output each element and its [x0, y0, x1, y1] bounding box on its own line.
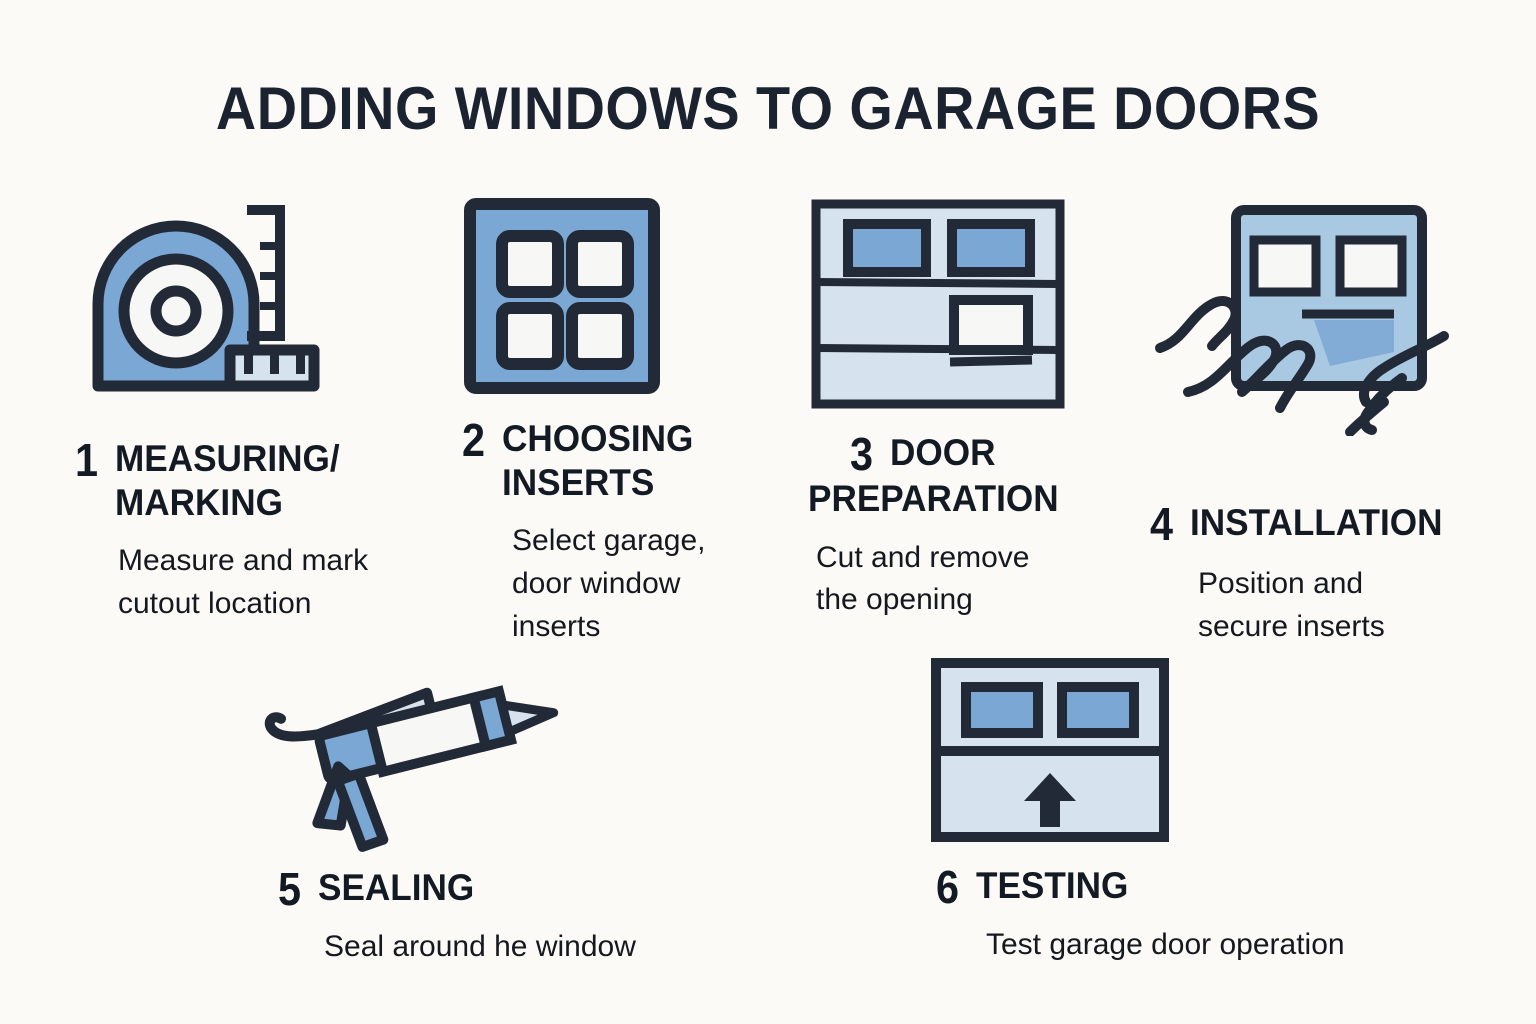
step-3-description: Cut and remove the opening	[816, 540, 1030, 617]
page-title: ADDING WINDOWS TO GARAGE DOORS	[215, 75, 1321, 142]
step-5-heading: 5 SEALING	[278, 866, 722, 912]
step-5-number: 5	[278, 863, 302, 915]
step-5-sealing: 5 SEALING Seal around he window	[262, 648, 722, 969]
step-6-heading: 6 TESTING	[936, 864, 1428, 910]
garage-door-arrow-icon	[928, 655, 1428, 850]
window-insert-grid-icon	[462, 196, 792, 401]
step-3-number: 3	[850, 428, 874, 480]
step-6-testing: 6 TESTING Test garage door operation	[928, 655, 1428, 967]
hands-installing-insert-icon	[1150, 196, 1490, 441]
caulk-gun-icon	[262, 648, 722, 858]
step-4-heading-text: INSTALLATION	[1189, 502, 1443, 543]
step-4-description: Position and secure inserts	[1198, 567, 1385, 643]
step-6-heading-text: TESTING	[975, 865, 1128, 906]
step-4-heading: 4 INSTALLATION	[1150, 501, 1490, 547]
step-1-heading: 1 MEASURING/MARKING	[75, 437, 440, 524]
step-4-number: 4	[1150, 498, 1174, 550]
step-1-number: 1	[75, 434, 99, 486]
step-2-description: Select garage, door window inserts	[512, 524, 706, 643]
step-3-heading: 3 DOOR PREPARATION	[808, 428, 1108, 521]
step-1-description: Measure and mark cutout location	[118, 544, 369, 620]
step-6-number: 6	[936, 861, 960, 913]
step-3-heading-text: DOOR	[889, 432, 996, 473]
garage-door-cutout-icon	[808, 196, 1108, 417]
step-4-installation: 4 INSTALLATION Position and secure inser…	[1150, 196, 1490, 648]
step-2-number: 2	[462, 414, 486, 466]
step-3-heading-text-2: PREPARATION	[808, 478, 1059, 519]
step-3-door-preparation: 3 DOOR PREPARATION Cut and remove the op…	[808, 196, 1108, 622]
step-6-description: Test garage door operation	[986, 928, 1345, 961]
step-1-heading-text: MEASURING/MARKING	[114, 438, 340, 523]
step-5-heading-text: SEALING	[317, 867, 474, 908]
tape-measure-icon	[70, 196, 440, 421]
step-1-measuring-marking: 1 MEASURING/MARKING Measure and mark cut…	[70, 196, 440, 626]
step-5-description: Seal around he window	[324, 930, 636, 963]
